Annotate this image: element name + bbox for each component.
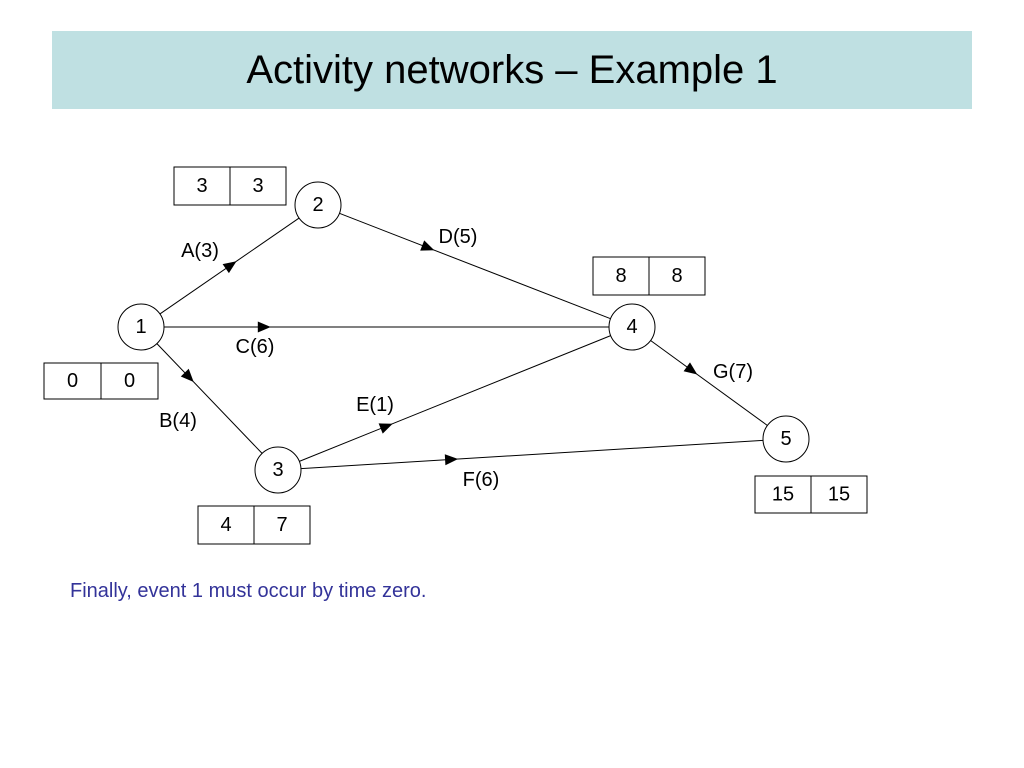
edge-B-label: B(4) <box>159 410 197 432</box>
node-2-label: 2 <box>312 194 323 216</box>
edge-C-arrow-icon <box>257 321 271 333</box>
edge-F-arrow-icon <box>444 454 459 466</box>
edge-E-arrow-icon <box>378 423 393 434</box>
node-2-circle <box>294 181 342 229</box>
edge-E-line <box>299 335 611 462</box>
latest-time-value: 8 <box>671 265 682 287</box>
node-1-circle <box>117 303 165 351</box>
edge-E-label: E(1) <box>356 394 394 416</box>
edge-A-arrow-icon <box>222 261 237 274</box>
edge-G-line <box>650 340 768 426</box>
node-5: 5 <box>762 415 810 463</box>
node-2: 2 <box>294 181 342 229</box>
earliest-time-value: 4 <box>220 514 231 536</box>
node-5-label: 5 <box>780 428 791 450</box>
node-5-circle <box>762 415 810 463</box>
earliest-time-value: 15 <box>772 484 794 506</box>
explanation-note: Finally, event 1 must occur by time zero… <box>70 580 427 602</box>
latest-time-value: 3 <box>252 175 263 197</box>
edge-C-label: C(6) <box>236 336 275 358</box>
node-4-circle <box>608 303 656 351</box>
page-title: Activity networks – Example 1 <box>246 48 778 92</box>
edges-layer <box>156 212 768 470</box>
node-1-label: 1 <box>135 316 146 338</box>
edge-D-label: D(5) <box>439 226 478 248</box>
edge-A-label: A(3) <box>181 240 219 262</box>
title-band: Activity networks – Example 1 <box>52 31 972 109</box>
node-3-label: 3 <box>272 459 283 481</box>
edge-B-arrow-icon <box>180 368 194 382</box>
earliest-time-value: 3 <box>196 175 207 197</box>
edge-F-line <box>300 439 764 470</box>
latest-time-value: 0 <box>124 370 135 392</box>
edge-D-arrow-icon <box>420 240 435 251</box>
node-3-circle <box>254 446 302 494</box>
node-1: 1 <box>117 303 165 351</box>
node-4-label: 4 <box>626 316 637 338</box>
node-3: 3 <box>254 446 302 494</box>
edge-B-line <box>156 343 263 454</box>
edge-labels-layer: A(3) B(4) C(6) D(5) E(1) F(6) G(7) <box>159 226 753 491</box>
edge-F-label: F(6) <box>463 469 500 491</box>
node-4: 4 <box>608 303 656 351</box>
edge-D-line <box>339 212 611 320</box>
earliest-time-value: 8 <box>615 265 626 287</box>
latest-time-value: 7 <box>276 514 287 536</box>
edge-G-arrow-icon <box>683 362 698 375</box>
edge-G-label: G(7) <box>713 361 753 383</box>
earliest-time-value: 0 <box>67 370 78 392</box>
nodes-layer: 1 2 3 4 5 <box>117 181 810 494</box>
latest-time-value: 15 <box>828 484 850 506</box>
